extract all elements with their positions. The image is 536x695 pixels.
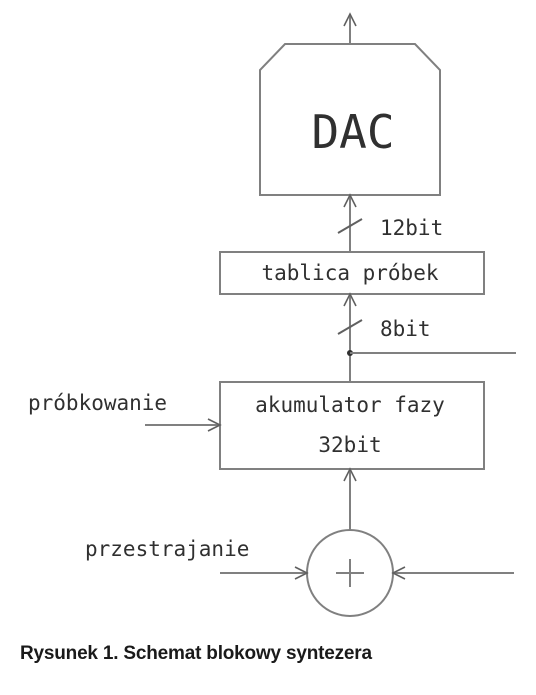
lookup-table-label: tablica próbek <box>261 261 438 285</box>
bus-12bit-label: 12bit <box>380 216 443 240</box>
figure-caption: Rysunek 1. Schemat blokowy syntezera <box>20 643 372 664</box>
dac-block <box>259 43 441 196</box>
phase-accumulator-width: 32bit <box>318 433 381 457</box>
sampling-label: próbkowanie <box>28 391 167 415</box>
phase-accumulator-label: akumulator fazy <box>255 393 445 417</box>
phase-accumulator-block <box>219 381 485 470</box>
bus-12bit-slash <box>337 218 363 234</box>
block-diagram: DAC 12bit tablica próbek 8bit akumulator… <box>28 12 516 617</box>
bus-8bit-slash <box>337 319 363 335</box>
tuning-label: przestrajanie <box>85 537 249 561</box>
bus-8bit-label: 8bit <box>380 317 431 341</box>
dac-label: DAC <box>311 105 394 159</box>
